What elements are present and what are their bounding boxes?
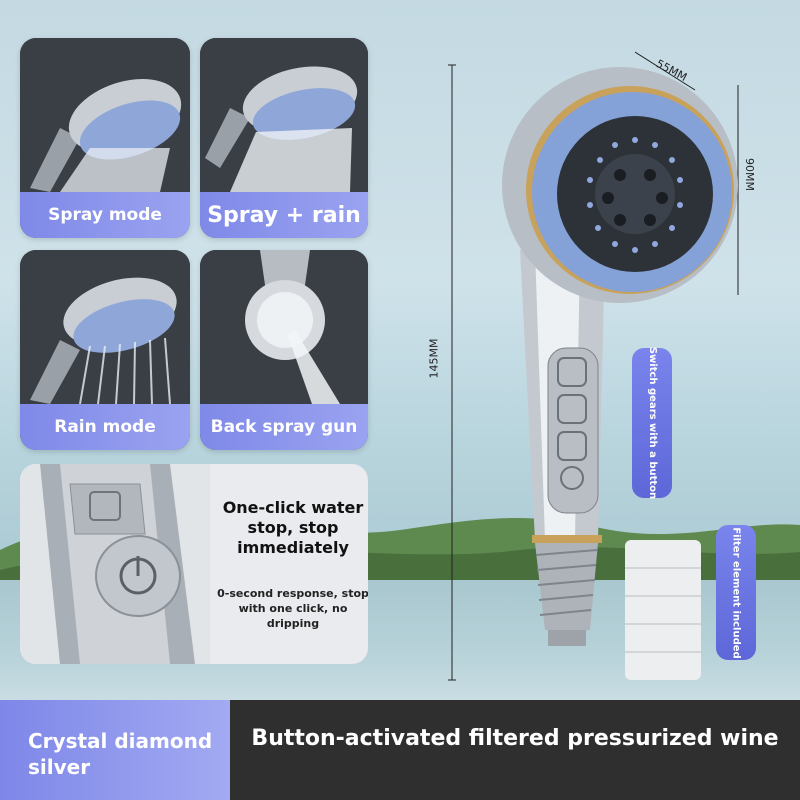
back-spray-gun-card: Back spray gun [200,250,368,450]
product-title-panel: Button-activated filtered pressurized wi… [230,700,800,800]
callout-text: Switch gears with a button [647,346,658,500]
color-name: Crystal diamond silver [28,729,213,779]
shower-head-image [200,250,368,404]
water-stop-title: One-click water stop, stop immediately [222,498,364,557]
mode-label: Rain mode [20,404,190,450]
water-stop-description: 0-second response, stop with one click, … [217,587,368,630]
length-dimension: 145MM [427,338,441,379]
filter-included-callout: Filter element included [716,525,756,660]
filter-element-image [625,540,701,680]
mode-label: Spray mode [20,192,190,238]
color-name-panel: Crystal diamond silver [0,700,230,800]
shower-head-image [20,38,190,192]
spray-rain-mode-card: Spray + rain [200,38,368,238]
handle-closeup-image [20,464,210,664]
spray-mode-card: Spray mode [20,38,190,238]
callout-text: Filter element included [731,526,743,659]
mode-label: Spray + rain [200,192,368,238]
shower-head-product-image [448,51,739,681]
shower-head-image [200,38,368,192]
switch-gears-callout: Switch gears with a button [632,346,672,500]
mode-label: Back spray gun [200,404,368,450]
product-title: Button-activated filtered pressurized wi… [251,726,779,751]
shower-head-image [20,250,190,404]
water-stop-card: One-click water stop, stop immediately 0… [20,464,368,664]
head-dimension: 90MM [742,158,756,191]
rain-mode-card: Rain mode [20,250,190,450]
